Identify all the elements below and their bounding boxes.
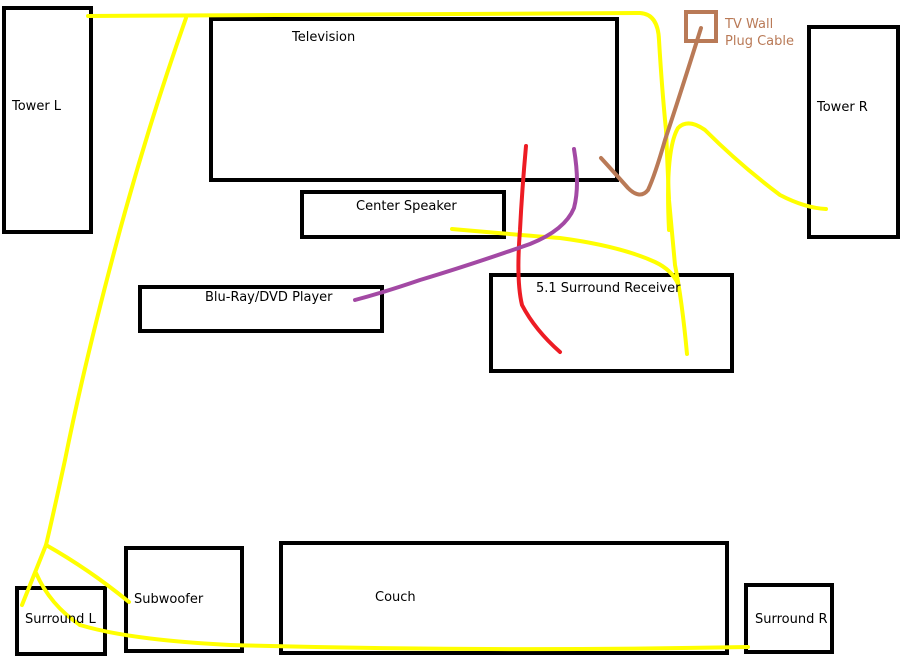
tower-l-box <box>2 6 93 234</box>
speaker-wire-top <box>86 11 689 356</box>
tv-power-cable <box>599 26 703 197</box>
speaker-wire-surround-l <box>34 571 82 627</box>
television-label: Television <box>291 30 355 45</box>
subwoofer-label: Subwoofer <box>134 592 204 607</box>
television-box <box>209 17 619 182</box>
speaker-wire-center <box>450 227 680 286</box>
center-speaker-label: Center Speaker <box>356 199 457 214</box>
tower-r-label: Tower R <box>816 100 868 115</box>
wall-plug-icon <box>684 10 718 43</box>
speaker-wire-surround-r <box>78 623 750 652</box>
wall-plug-label-line1: TV Wall <box>724 17 773 32</box>
bluray-label: Blu-Ray/DVD Player <box>205 290 333 305</box>
subwoofer-box <box>124 546 244 653</box>
surround-l-label: Surround L <box>25 612 96 627</box>
couch-box <box>279 541 729 655</box>
couch-label: Couch <box>375 590 416 605</box>
speaker-wire-tower-r <box>666 121 828 232</box>
speaker-wire-left-trunk <box>20 16 188 607</box>
red-cable <box>516 144 562 354</box>
surround-r-label: Surround R <box>755 612 828 627</box>
tower-l-label: Tower L <box>11 99 62 114</box>
purple-cable <box>353 147 579 302</box>
wall-plug-label-line2: Plug Cable <box>725 34 794 49</box>
speaker-wire-subwoofer <box>44 543 131 604</box>
surround-r-box <box>744 583 834 654</box>
center-speaker-box <box>300 190 506 239</box>
receiver-label: 5.1 Surround Receiver <box>536 281 681 296</box>
surround-l-box <box>15 586 107 656</box>
tower-r-box <box>807 25 900 239</box>
bluray-player-box <box>138 285 384 333</box>
